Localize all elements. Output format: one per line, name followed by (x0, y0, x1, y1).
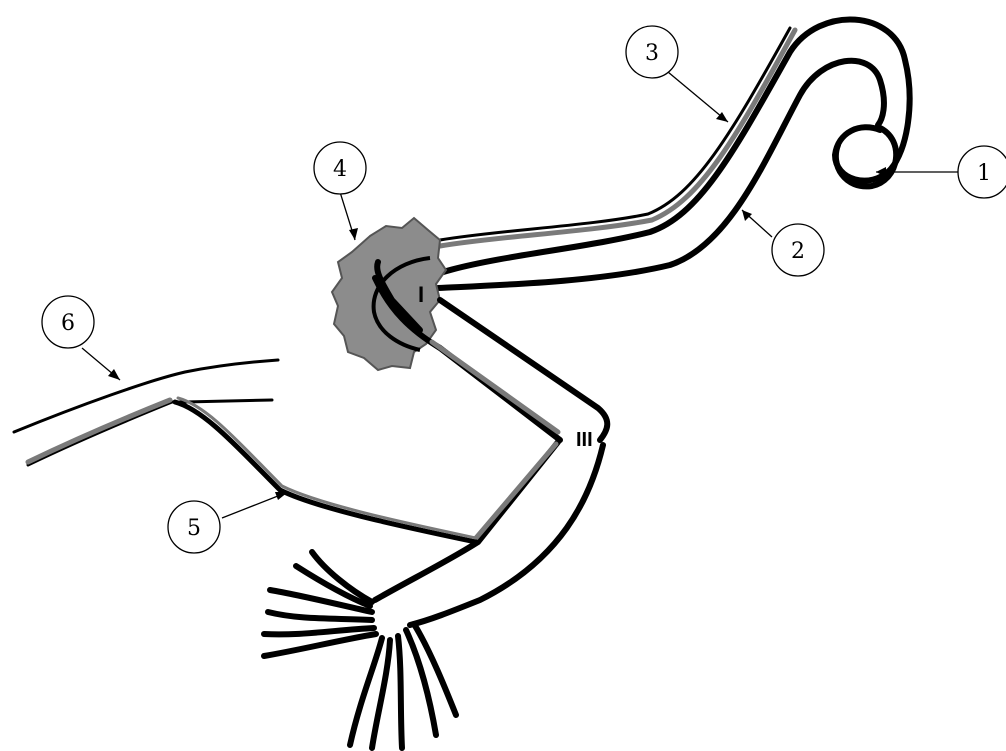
callout-4: 4 (314, 142, 366, 194)
callout-label: 6 (61, 311, 75, 336)
middle-sheath (432, 342, 558, 432)
callout-3: 3 (626, 26, 678, 78)
callout-label: 4 (333, 157, 347, 182)
arrowhead-5 (275, 492, 288, 500)
terminal-branches (264, 552, 456, 748)
callout-1: 1 (958, 146, 1006, 198)
arrowhead-4 (349, 228, 358, 240)
leader-line-3 (668, 72, 728, 122)
left-nerve-sheath (28, 400, 170, 462)
callout-label: 2 (791, 239, 805, 264)
callout-label: 1 (977, 161, 991, 186)
roman-mark-iii: III (576, 429, 593, 451)
callout-label: 3 (645, 41, 659, 66)
callout-2: 2 (772, 224, 824, 276)
lower-sheath (476, 444, 556, 538)
leader-lines (82, 72, 958, 518)
callout-label: 5 (187, 516, 201, 541)
callout-6: 6 (42, 296, 94, 348)
left-nerve-upper (14, 360, 278, 432)
callout-5: 5 (168, 501, 220, 553)
arrowhead-2 (742, 210, 752, 221)
leader-arrowheads (108, 112, 886, 500)
roman-mark-i: I (418, 282, 424, 307)
connecting-branch-sheath (178, 398, 476, 538)
